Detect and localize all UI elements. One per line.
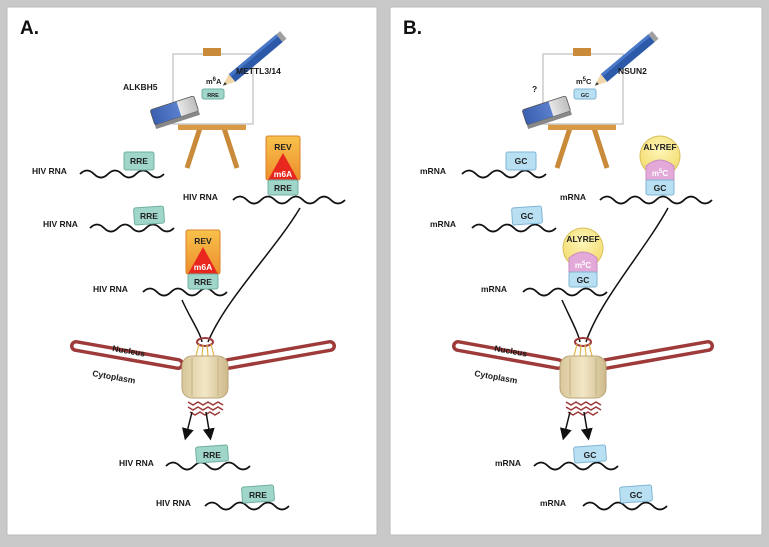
alyref-label-b-1: ALYREF <box>643 142 676 152</box>
canvas-element-b <box>573 88 597 100</box>
rre-label-a-1: RRE <box>130 156 148 166</box>
gc-label-b-1: GC <box>515 156 528 166</box>
rre-label-a-6: RRE <box>249 490 267 500</box>
eraser-icon-b <box>522 95 572 130</box>
rre-element-a-6 <box>241 484 275 504</box>
rre-element-a-1 <box>123 151 155 171</box>
canvas-element-a-label: RRE <box>207 93 219 99</box>
gc-label-b-5: GC <box>584 450 597 460</box>
m6a-label-a-1: m6A <box>274 169 292 179</box>
rre-label-a-4: RRE <box>194 277 212 287</box>
gc-label-b-3: GC <box>521 211 534 221</box>
export-arrow-b-1 <box>559 411 572 441</box>
rna-label-a-5: HIV RNA <box>119 458 154 468</box>
rna-label-b-1: mRNA <box>420 166 446 176</box>
rre-label-a-2: RRE <box>274 183 292 193</box>
rev-label-a-2: REV <box>194 236 212 246</box>
m6a-mark-a-2 <box>188 247 218 274</box>
pencil-icon-b <box>594 31 659 86</box>
panel-b-letter: B. <box>403 18 422 39</box>
eraser-icon <box>150 95 200 130</box>
rna-label-a-2: HIV RNA <box>183 192 218 202</box>
panel-a: A. m6A RRE METTL3/14 ALKBH5 <box>6 6 378 536</box>
rre-element-a-5 <box>195 444 229 464</box>
rna-label-a-1: HIV RNA <box>32 166 67 176</box>
m6a-label-a-2: m6A <box>194 262 212 272</box>
m5c-label-b-1: m5C <box>652 169 668 178</box>
rna-label-b-3: mRNA <box>430 219 456 229</box>
gc-label-b-6: GC <box>630 490 643 500</box>
gc-element-b-3 <box>511 205 543 226</box>
rre-element-a-3 <box>133 205 165 226</box>
nuclear-envelope-b <box>452 340 714 370</box>
writer-label-a: METTL3/14 <box>236 66 281 76</box>
canvas-element-a <box>201 88 225 100</box>
canvas-mod-b: m5C <box>576 77 592 86</box>
rre-label-a-5: RRE <box>203 450 221 460</box>
canvas-element-b-label: GC <box>581 93 589 99</box>
panel-b: B. m5C GC NSUN2 ? mRNA GC <box>389 6 763 536</box>
rev-label-a-1: REV <box>274 142 292 152</box>
pencil-icon <box>222 31 287 86</box>
eraser-label-a: ALKBH5 <box>123 82 158 92</box>
nuclear-envelope-a <box>70 340 336 370</box>
rna-label-b-5: mRNA <box>495 458 521 468</box>
export-arrow-a-1 <box>181 411 194 441</box>
rre-label-a-3: RRE <box>140 211 158 221</box>
panel-a-letter: A. <box>20 18 39 39</box>
writer-label-b: NSUN2 <box>618 66 647 76</box>
rre-element-a-4 <box>187 273 219 290</box>
rre-element-a-2 <box>267 179 299 196</box>
rna-label-b-4: mRNA <box>481 284 507 294</box>
rna-label-a-6: HIV RNA <box>156 498 191 508</box>
gc-label-b-4: GC <box>577 275 590 285</box>
alyref-label-b-2: ALYREF <box>566 234 599 244</box>
rna-label-a-4: HIV RNA <box>93 284 128 294</box>
rna-label-a-3: HIV RNA <box>43 219 78 229</box>
m5c-mark-b-2 <box>568 251 598 273</box>
gc-element-b-2 <box>645 179 675 196</box>
m5c-label-b-2: m5C <box>575 261 591 270</box>
m5c-mark-b-1 <box>645 159 675 181</box>
gc-element-b-4 <box>568 271 598 288</box>
eraser-label-b: ? <box>532 84 537 94</box>
rna-label-b-2: mRNA <box>560 192 586 202</box>
rna-label-b-6: mRNA <box>540 498 566 508</box>
gc-label-b-2: GC <box>654 183 667 193</box>
export-arrow-a-2 <box>202 411 215 441</box>
nuclear-pore-a <box>181 337 229 416</box>
gc-element-b-6 <box>619 484 653 504</box>
nuclear-pore-b <box>559 337 607 416</box>
canvas-mod-a: m6A <box>206 77 222 86</box>
gc-element-b-5 <box>573 444 607 464</box>
gc-element-b-1 <box>505 151 537 171</box>
export-arrow-b-2 <box>580 411 593 441</box>
m6a-mark-a-1 <box>268 153 298 180</box>
